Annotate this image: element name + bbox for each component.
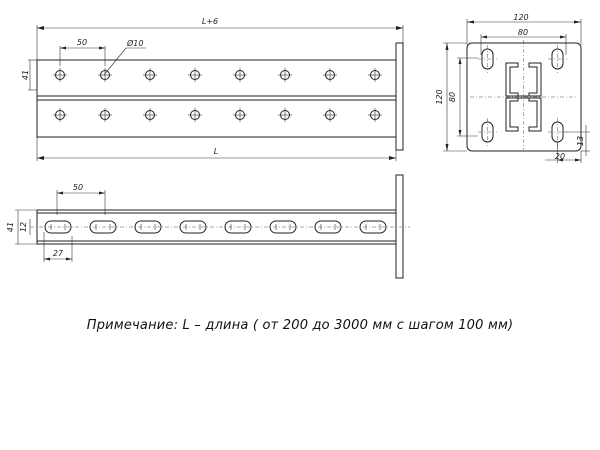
mounting-hole (368, 68, 382, 82)
slot-offset-dim: 27 (53, 249, 64, 258)
end-view: 120 80 120 80 (435, 13, 590, 163)
side-slot-array (44, 220, 387, 234)
end-height-dim: 120 (435, 89, 444, 104)
mounting-hole (188, 68, 202, 82)
mounting-hole (143, 68, 157, 82)
slot (359, 220, 387, 234)
top-height-dim: 41 (21, 70, 30, 80)
side-view: 50 41 12 27 (6, 174, 410, 279)
drawing-note: Примечание: L – длина ( от 200 до 3000 м… (86, 318, 514, 333)
slot (269, 220, 297, 234)
mounting-hole (98, 68, 112, 82)
hole-diameter-dim: Ø10 (126, 38, 143, 48)
top-hole-array (53, 68, 382, 122)
mounting-hole (368, 108, 382, 122)
side-height-dim: 41 (6, 222, 15, 232)
slot (314, 220, 342, 234)
overall-length-dim: L+6 (202, 17, 218, 26)
end-corner-dim: 20 (555, 152, 565, 161)
end-inner-width-dim: 80 (518, 28, 528, 37)
slot (224, 220, 252, 234)
mounting-hole (278, 68, 292, 82)
slot (44, 220, 72, 234)
length-dim: L (214, 147, 218, 156)
mounting-hole (233, 108, 247, 122)
mounting-hole (323, 68, 337, 82)
slot-width-dim: 12 (19, 222, 28, 232)
end-inner-height-dim: 80 (448, 92, 457, 102)
slot (134, 220, 162, 234)
mounting-hole (143, 108, 157, 122)
mounting-hole (233, 68, 247, 82)
mounting-hole (278, 108, 292, 122)
slot (89, 220, 117, 234)
slot (179, 220, 207, 234)
end-edge-dim: 13 (576, 136, 585, 146)
side-pitch-dim: 50 (73, 183, 83, 192)
mounting-hole (188, 108, 202, 122)
mounting-hole (98, 108, 112, 122)
mounting-hole (53, 108, 67, 122)
end-width-dim: 120 (513, 13, 528, 22)
top-view: L+6 50 Ø10 41 L (21, 17, 404, 161)
mounting-hole (53, 68, 67, 82)
mounting-hole (323, 108, 337, 122)
top-pitch-dim: 50 (77, 38, 87, 47)
